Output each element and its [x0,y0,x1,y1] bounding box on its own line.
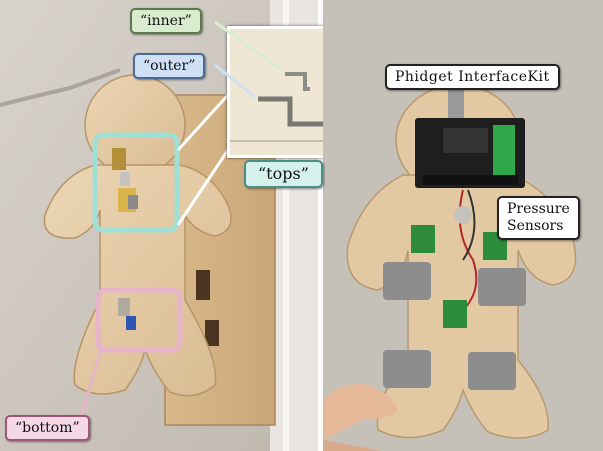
label-bottom: “bottom” [5,415,90,441]
bottom-highlight-box [95,287,183,353]
label-pressure-line1: Pressure [507,201,570,217]
label-phidget-interfacekit: Phidget InterfaceKit [385,64,560,90]
tops-highlight-box [92,132,180,233]
label-pressure-line2: Sensors [507,218,564,234]
label-tops: “tops” [244,160,323,188]
label-inner: “inner” [130,8,202,34]
label-outer: “outer” [133,53,206,79]
label-pressure-sensors: Pressure Sensors [497,196,580,240]
hand [323,384,398,440]
